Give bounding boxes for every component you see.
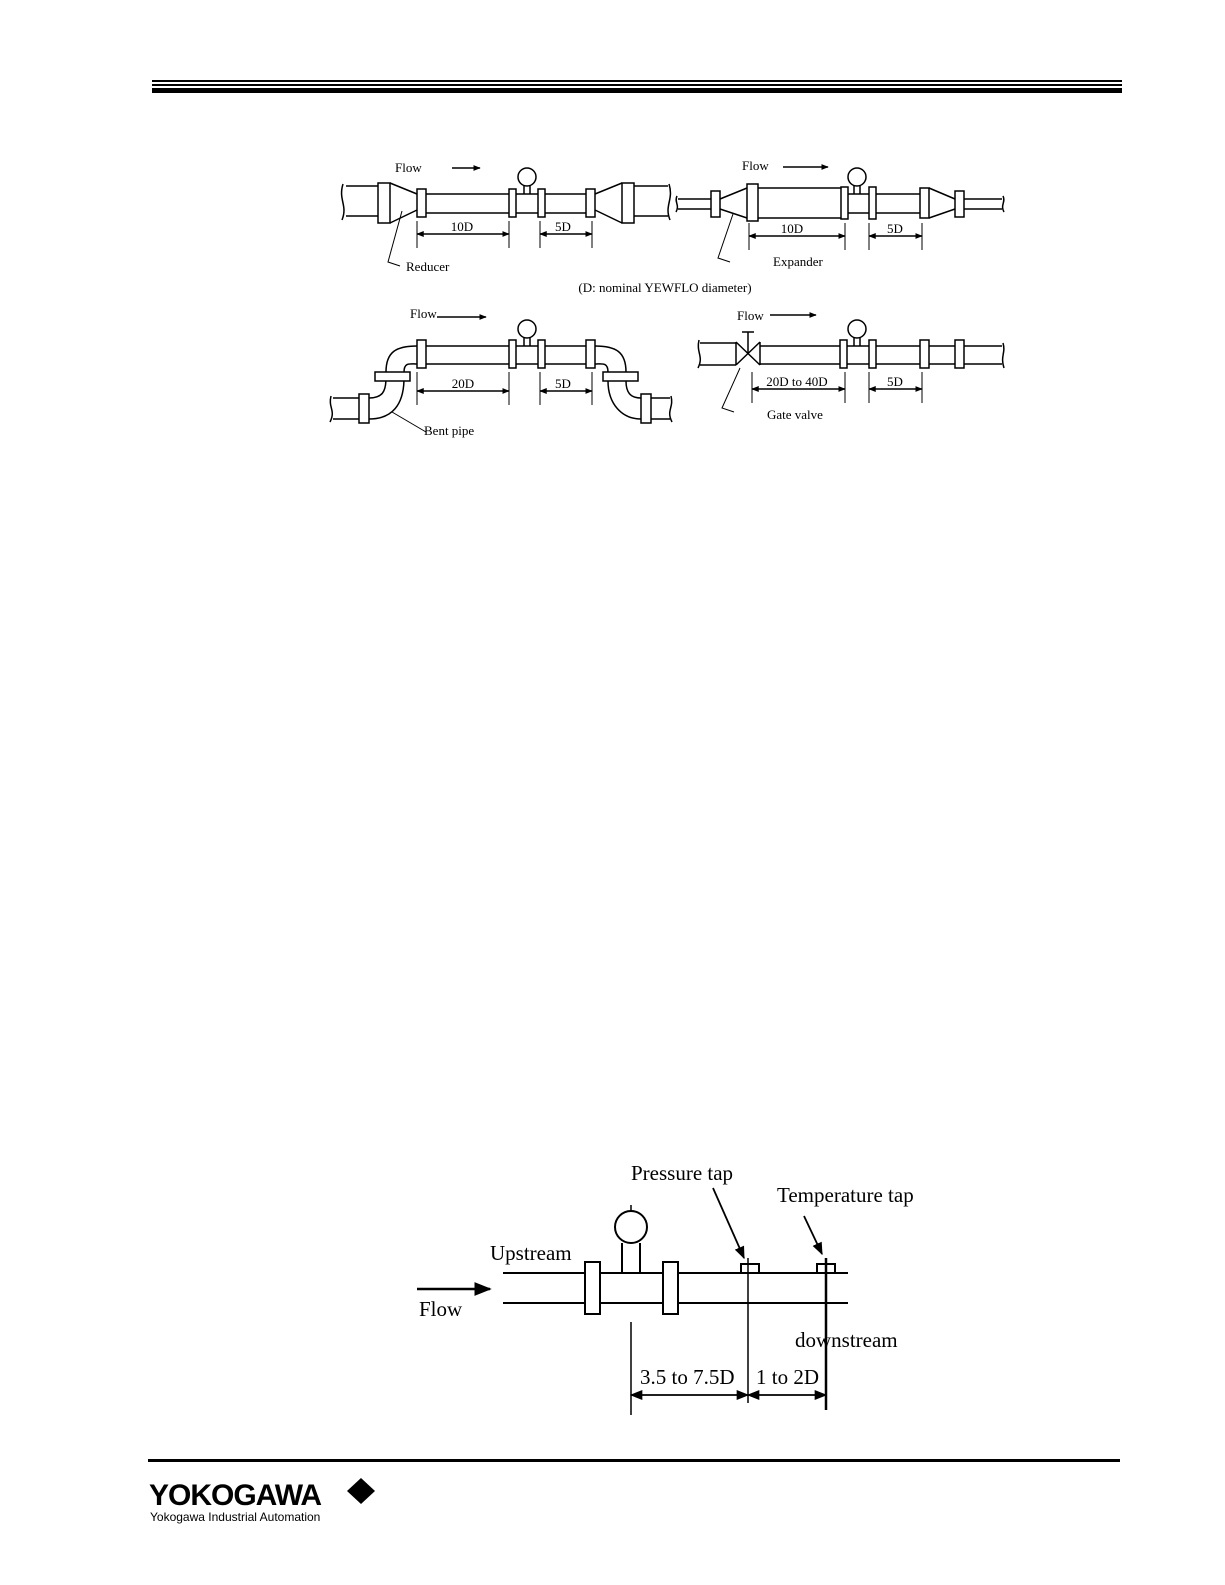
diamond-logo-icon	[347, 1478, 375, 1504]
reducer-label: Reducer	[406, 259, 450, 274]
upstream-label: Upstream	[490, 1241, 572, 1265]
flow-label-4: Flow	[737, 308, 764, 323]
flow-label-bottom: Flow	[419, 1297, 463, 1321]
header-rule	[152, 80, 1122, 93]
dim-10d-2: 10D	[781, 221, 803, 236]
gate-valve-label: Gate valve	[767, 407, 823, 422]
downstream-label: downstream	[795, 1328, 898, 1352]
dim-20d-to-40d: 20D to 40D	[766, 374, 827, 389]
bent-pipe-label: Bent pipe	[424, 423, 474, 438]
flow-label-1: Flow	[395, 160, 422, 175]
dim-5d-3: 5D	[555, 376, 571, 391]
dim-5d-1: 5D	[555, 219, 571, 234]
temperature-tap-label: Temperature tap	[777, 1183, 914, 1207]
straight-run-diagram	[330, 167, 1004, 432]
dim-5d-2: 5D	[887, 221, 903, 236]
footer-rule	[148, 1459, 1120, 1462]
pressure-tap-label: Pressure tap	[631, 1161, 733, 1185]
brand-wordmark: YOKOGAWA	[149, 1479, 321, 1512]
flow-label-2: Flow	[742, 158, 769, 173]
dim-20d: 20D	[452, 376, 474, 391]
gate-valve-panel	[698, 315, 1004, 412]
expander-panel	[676, 167, 1004, 262]
flow-label-3: Flow	[410, 306, 437, 321]
dim-5d-4: 5D	[887, 374, 903, 389]
footer: YOKOGAWA Yokogawa Industrial Automation	[148, 1459, 1120, 1524]
division-name: Yokogawa Industrial Automation	[150, 1510, 320, 1524]
expander-label: Expander	[773, 254, 823, 269]
dim-1-to-2d: 1 to 2D	[756, 1365, 819, 1389]
dim-10d-1: 10D	[451, 219, 473, 234]
dim-3-5-to-7-5d: 3.5 to 7.5D	[640, 1365, 735, 1389]
bent-pipe-panel	[330, 317, 672, 432]
reducer-panel	[342, 168, 671, 266]
diameter-note: (D: nominal YEWFLO diameter)	[578, 280, 751, 295]
